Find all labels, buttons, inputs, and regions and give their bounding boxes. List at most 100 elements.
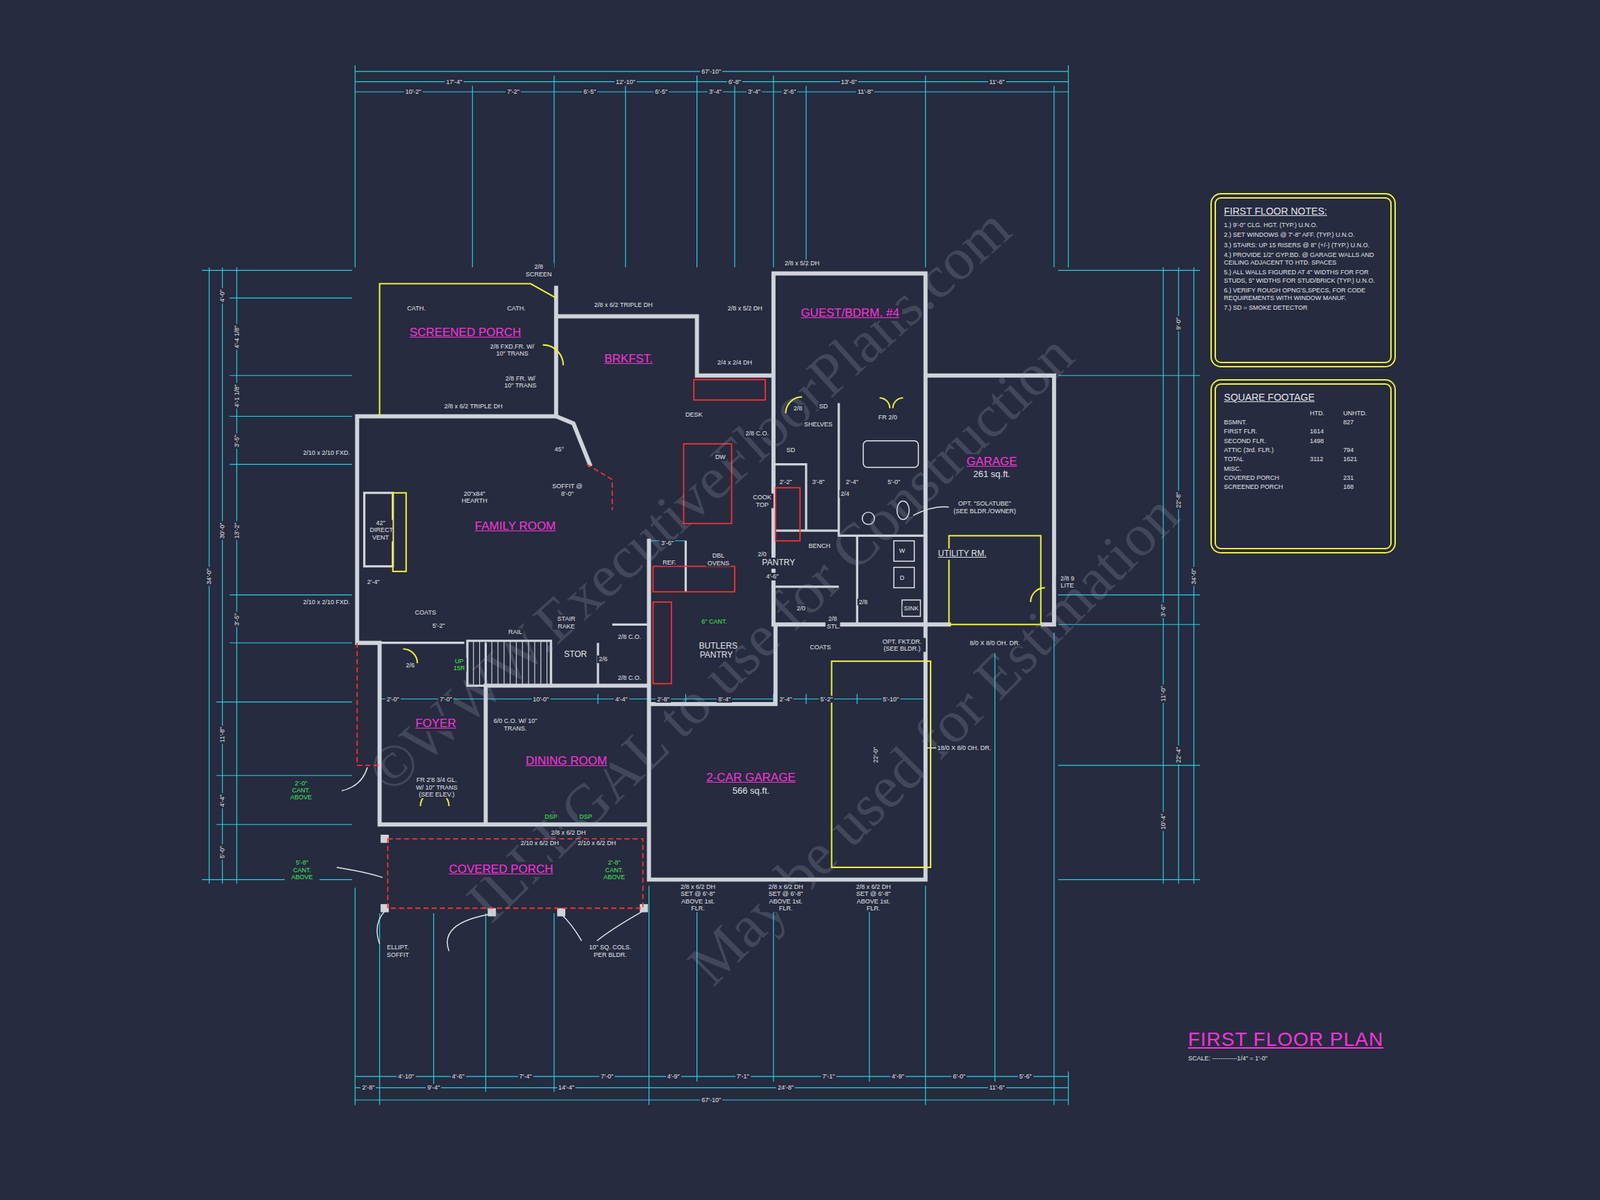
annotation-text: DESK bbox=[684, 410, 705, 418]
dimension-text: 3'-6" bbox=[659, 539, 675, 547]
room-text: 231 bbox=[1343, 474, 1382, 482]
annotation-text: W bbox=[897, 547, 907, 555]
dimension-text: 7'-0" bbox=[599, 1072, 615, 1080]
annotation-text: FR 2'8 3/4 GL. W/ 10" TRANS (SEE ELEV.) bbox=[412, 777, 462, 799]
room-name: FOYER bbox=[415, 716, 457, 731]
annotation-text: 5'-8" CANT. ABOVE bbox=[284, 859, 320, 882]
dimension-text: 4'-9" bbox=[665, 1072, 682, 1080]
dimension-text: 6'-5" bbox=[653, 88, 669, 96]
annotation-text: 42" DIRECT VENT bbox=[368, 520, 393, 542]
annotation-text: SHELVES bbox=[802, 420, 835, 428]
annotation-text: 2/8 SCREEN bbox=[523, 263, 555, 278]
room-text: 261 sq.ft. bbox=[966, 469, 1018, 480]
annotation-text: 2'-0" CANT. ABOVE bbox=[283, 779, 319, 802]
dimension-text: 13'-6" bbox=[839, 77, 859, 85]
annotation-text: 18/0 X 8/0 OH. DR. bbox=[936, 744, 994, 752]
room-text: 6.) VERIFY ROUGH OPNG'S,SPECS, FOR CODE … bbox=[1224, 286, 1383, 303]
annotation-text: 2/8 x 6/2 DH SET @ 6'-8" ABOVE 1st. FLR. bbox=[672, 883, 723, 912]
room-label: SCREENED PORCH bbox=[406, 325, 525, 341]
dimension-text: 4'-4" bbox=[218, 793, 226, 810]
dimension-text: 22'-8" bbox=[1175, 490, 1182, 510]
room-label: DINING ROOM bbox=[522, 753, 610, 769]
annotation-text: 2/8 C.O. bbox=[616, 633, 644, 641]
annotation-text: REF. bbox=[661, 558, 678, 566]
annotation-text: 2/4 bbox=[838, 490, 851, 498]
dimension-text: 3'-4" bbox=[707, 88, 723, 96]
annotation-text: 2/8 x 5/2 DH bbox=[783, 259, 821, 267]
dimension-text: 5'-0" bbox=[886, 477, 902, 485]
room-text: 566 sq.ft. bbox=[706, 786, 796, 797]
room-name: SQUARE FOOTAGE bbox=[1224, 391, 1383, 403]
dimension-text: 7'-4" bbox=[518, 1072, 534, 1080]
annotation-text: 6/0 C.O. W/ 10" TRANS. bbox=[491, 717, 539, 732]
dimension-text: 7'-2" bbox=[505, 88, 521, 96]
annotation-text: SINK bbox=[902, 604, 921, 612]
dimension-text: 22'-0" bbox=[872, 745, 880, 765]
dimension-text: 4'-6" bbox=[764, 572, 780, 580]
room-text: 5.) ALL WALLS FIGURED AT 4" WIDTHS FOR F… bbox=[1224, 268, 1383, 285]
annotation-text: SD bbox=[785, 446, 798, 454]
dimension-text: 11'-8" bbox=[218, 725, 226, 744]
room-label: FAMILY ROOM bbox=[472, 518, 560, 535]
annotation-text: 2/8 C.O. bbox=[616, 674, 644, 682]
room-name: GUEST/BDRM. #4 bbox=[800, 306, 900, 321]
annotation-text: OPT. "SOLATUBE" (SEE BLDR./OWNER) bbox=[949, 500, 1021, 515]
dimension-text: 13'-2" bbox=[233, 521, 241, 541]
dimension-text: 4'-4" bbox=[613, 695, 630, 703]
room-text: FIRST FLR. bbox=[1224, 427, 1311, 435]
dimension-text: 2'-4" bbox=[844, 477, 860, 485]
annotation-text: 10" SQ. COLS. PER BLDR. bbox=[585, 943, 635, 959]
dimension-text: 11'-8" bbox=[856, 88, 875, 96]
room-name: UTILITY RM. bbox=[938, 549, 987, 560]
dimension-text: 8'-4" bbox=[716, 695, 732, 703]
dimension-text: 2'-4" bbox=[777, 695, 794, 703]
drawing-title: FIRST FLOOR PLAN bbox=[1188, 1028, 1385, 1051]
room-name: COVERED PORCH bbox=[448, 862, 553, 877]
dimension-text: 22'-4" bbox=[1175, 745, 1182, 765]
dimension-text: 34'-0" bbox=[1190, 567, 1198, 587]
annotation-text: 2/10 x 6/2 DH bbox=[576, 839, 618, 847]
dimension-text: 11'-0" bbox=[1159, 684, 1167, 703]
dimension-text: 17'-4" bbox=[444, 77, 464, 85]
dimension-text: 4'-0" bbox=[218, 288, 226, 304]
annotation-text: 8/0 X 8/0 OH. DR. bbox=[968, 639, 1022, 647]
annotation-text: 2'-8" CANT. ABOVE bbox=[597, 859, 632, 882]
room-text: 1.) 9'-0" CLG. HGT. (TYP.) U.N.O. bbox=[1224, 221, 1383, 230]
annotation-text: D bbox=[898, 574, 907, 582]
dimension-text: 3'-8" bbox=[810, 477, 826, 485]
annotation-text: COATS bbox=[413, 608, 438, 616]
room-text: 794 bbox=[1343, 446, 1382, 454]
annotation-text: 45° bbox=[552, 445, 566, 453]
annotation-text: 2/6 bbox=[404, 661, 416, 669]
dimension-text: 67'-10" bbox=[700, 1096, 723, 1104]
dimension-text: 34'-0" bbox=[205, 567, 213, 587]
annotation-text: 2/8 STL. bbox=[825, 615, 841, 630]
dimension-text: 4'-9" bbox=[890, 1072, 906, 1080]
annotation-text: COATS bbox=[808, 643, 832, 650]
dimension-text: 2'-2" bbox=[777, 477, 794, 485]
annotation-text: 2/8 C.O. bbox=[744, 429, 771, 437]
room-name: DINING ROOM bbox=[525, 754, 607, 769]
room-text: TOTAL bbox=[1224, 455, 1311, 463]
space-label: PANTRY bbox=[759, 557, 798, 569]
dimension-text: 5'-6" bbox=[1018, 1072, 1034, 1080]
annotation-text: 2/8 bbox=[857, 598, 870, 606]
dimension-text: 30'-0" bbox=[218, 521, 226, 541]
dimension-text: 12'-10" bbox=[614, 77, 637, 85]
annotation-text: CATH. bbox=[405, 304, 427, 312]
dimension-text: 2'-8" bbox=[360, 1084, 376, 1091]
dimension-text: 11'-6" bbox=[987, 77, 1006, 85]
annotation-text: CATH. bbox=[505, 304, 527, 312]
room-text: MISC. bbox=[1224, 465, 1311, 473]
annotation-text: 2/0 bbox=[795, 604, 807, 612]
room-name: FIRST FLOOR NOTES: bbox=[1224, 205, 1383, 219]
room-text: 1614 bbox=[1309, 427, 1344, 435]
dimension-text: 67'-10" bbox=[700, 68, 723, 75]
room-text: 827 bbox=[1343, 418, 1382, 426]
room-name: SCREENED PORCH bbox=[409, 325, 522, 340]
dimension-text: 11'-6" bbox=[987, 1084, 1006, 1091]
dimension-text: 3'-5" bbox=[233, 611, 241, 628]
dimension-text: 7'-1" bbox=[735, 1072, 751, 1080]
dimension-text: 24'-8" bbox=[776, 1084, 796, 1091]
